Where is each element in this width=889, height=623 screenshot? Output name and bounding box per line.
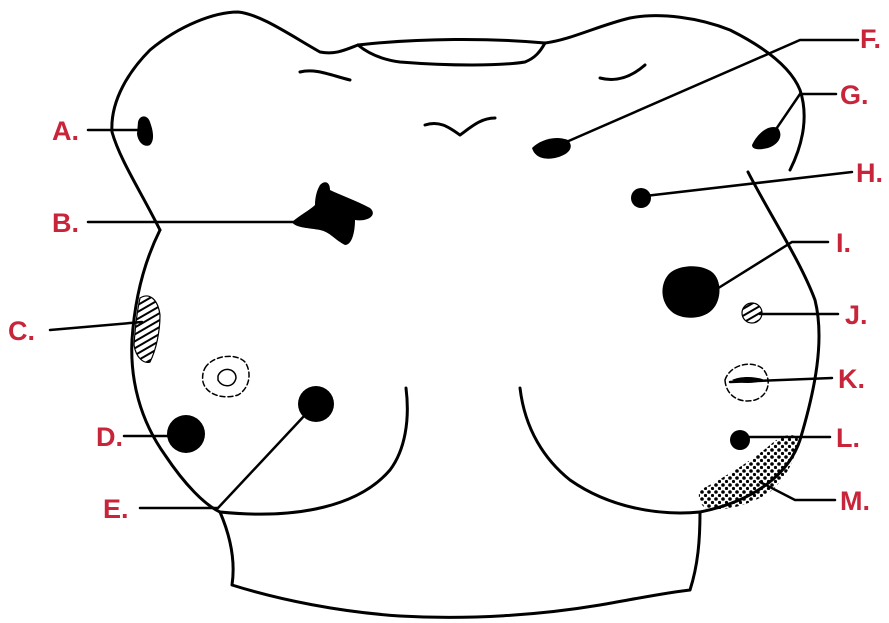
neck-curve: [358, 43, 545, 65]
label-m: M.: [840, 486, 870, 516]
marking-d: [167, 415, 205, 453]
marking-m: [699, 435, 798, 509]
label-a: A.: [52, 116, 79, 146]
label-l: L.: [836, 423, 860, 453]
label-j: J.: [845, 300, 868, 330]
label-b: B.: [52, 208, 79, 238]
left-clavicle: [300, 71, 350, 80]
label-g: G.: [840, 80, 869, 110]
marking-j: [742, 303, 762, 323]
label-d: D.: [96, 422, 123, 452]
label-h: H.: [856, 158, 883, 188]
label-f: F.: [860, 24, 881, 54]
right-fold: [520, 388, 700, 513]
lower-outline: [220, 512, 700, 617]
label-i: I.: [836, 228, 851, 258]
label-k: K.: [838, 364, 865, 394]
markings: [134, 116, 798, 509]
sternal-notch: [425, 118, 495, 135]
upper-outline: [112, 12, 804, 230]
leader-c: [50, 322, 142, 330]
marking-c: [134, 296, 160, 362]
leader-e: [140, 415, 305, 508]
torso-outline: [112, 12, 819, 617]
marking-h: [631, 188, 651, 208]
marking-b: [292, 182, 373, 245]
left-side-outline: [132, 230, 220, 512]
marking-l: [730, 430, 750, 450]
label-e: E.: [103, 494, 129, 524]
leader-i: [712, 242, 828, 292]
label-c: C.: [8, 316, 35, 346]
right-clavicle: [600, 65, 645, 79]
marking-k-left-whorl: [203, 356, 249, 396]
labels: A. B. C. D. E. F. G. H. I. J. K. L. M.: [8, 24, 883, 524]
